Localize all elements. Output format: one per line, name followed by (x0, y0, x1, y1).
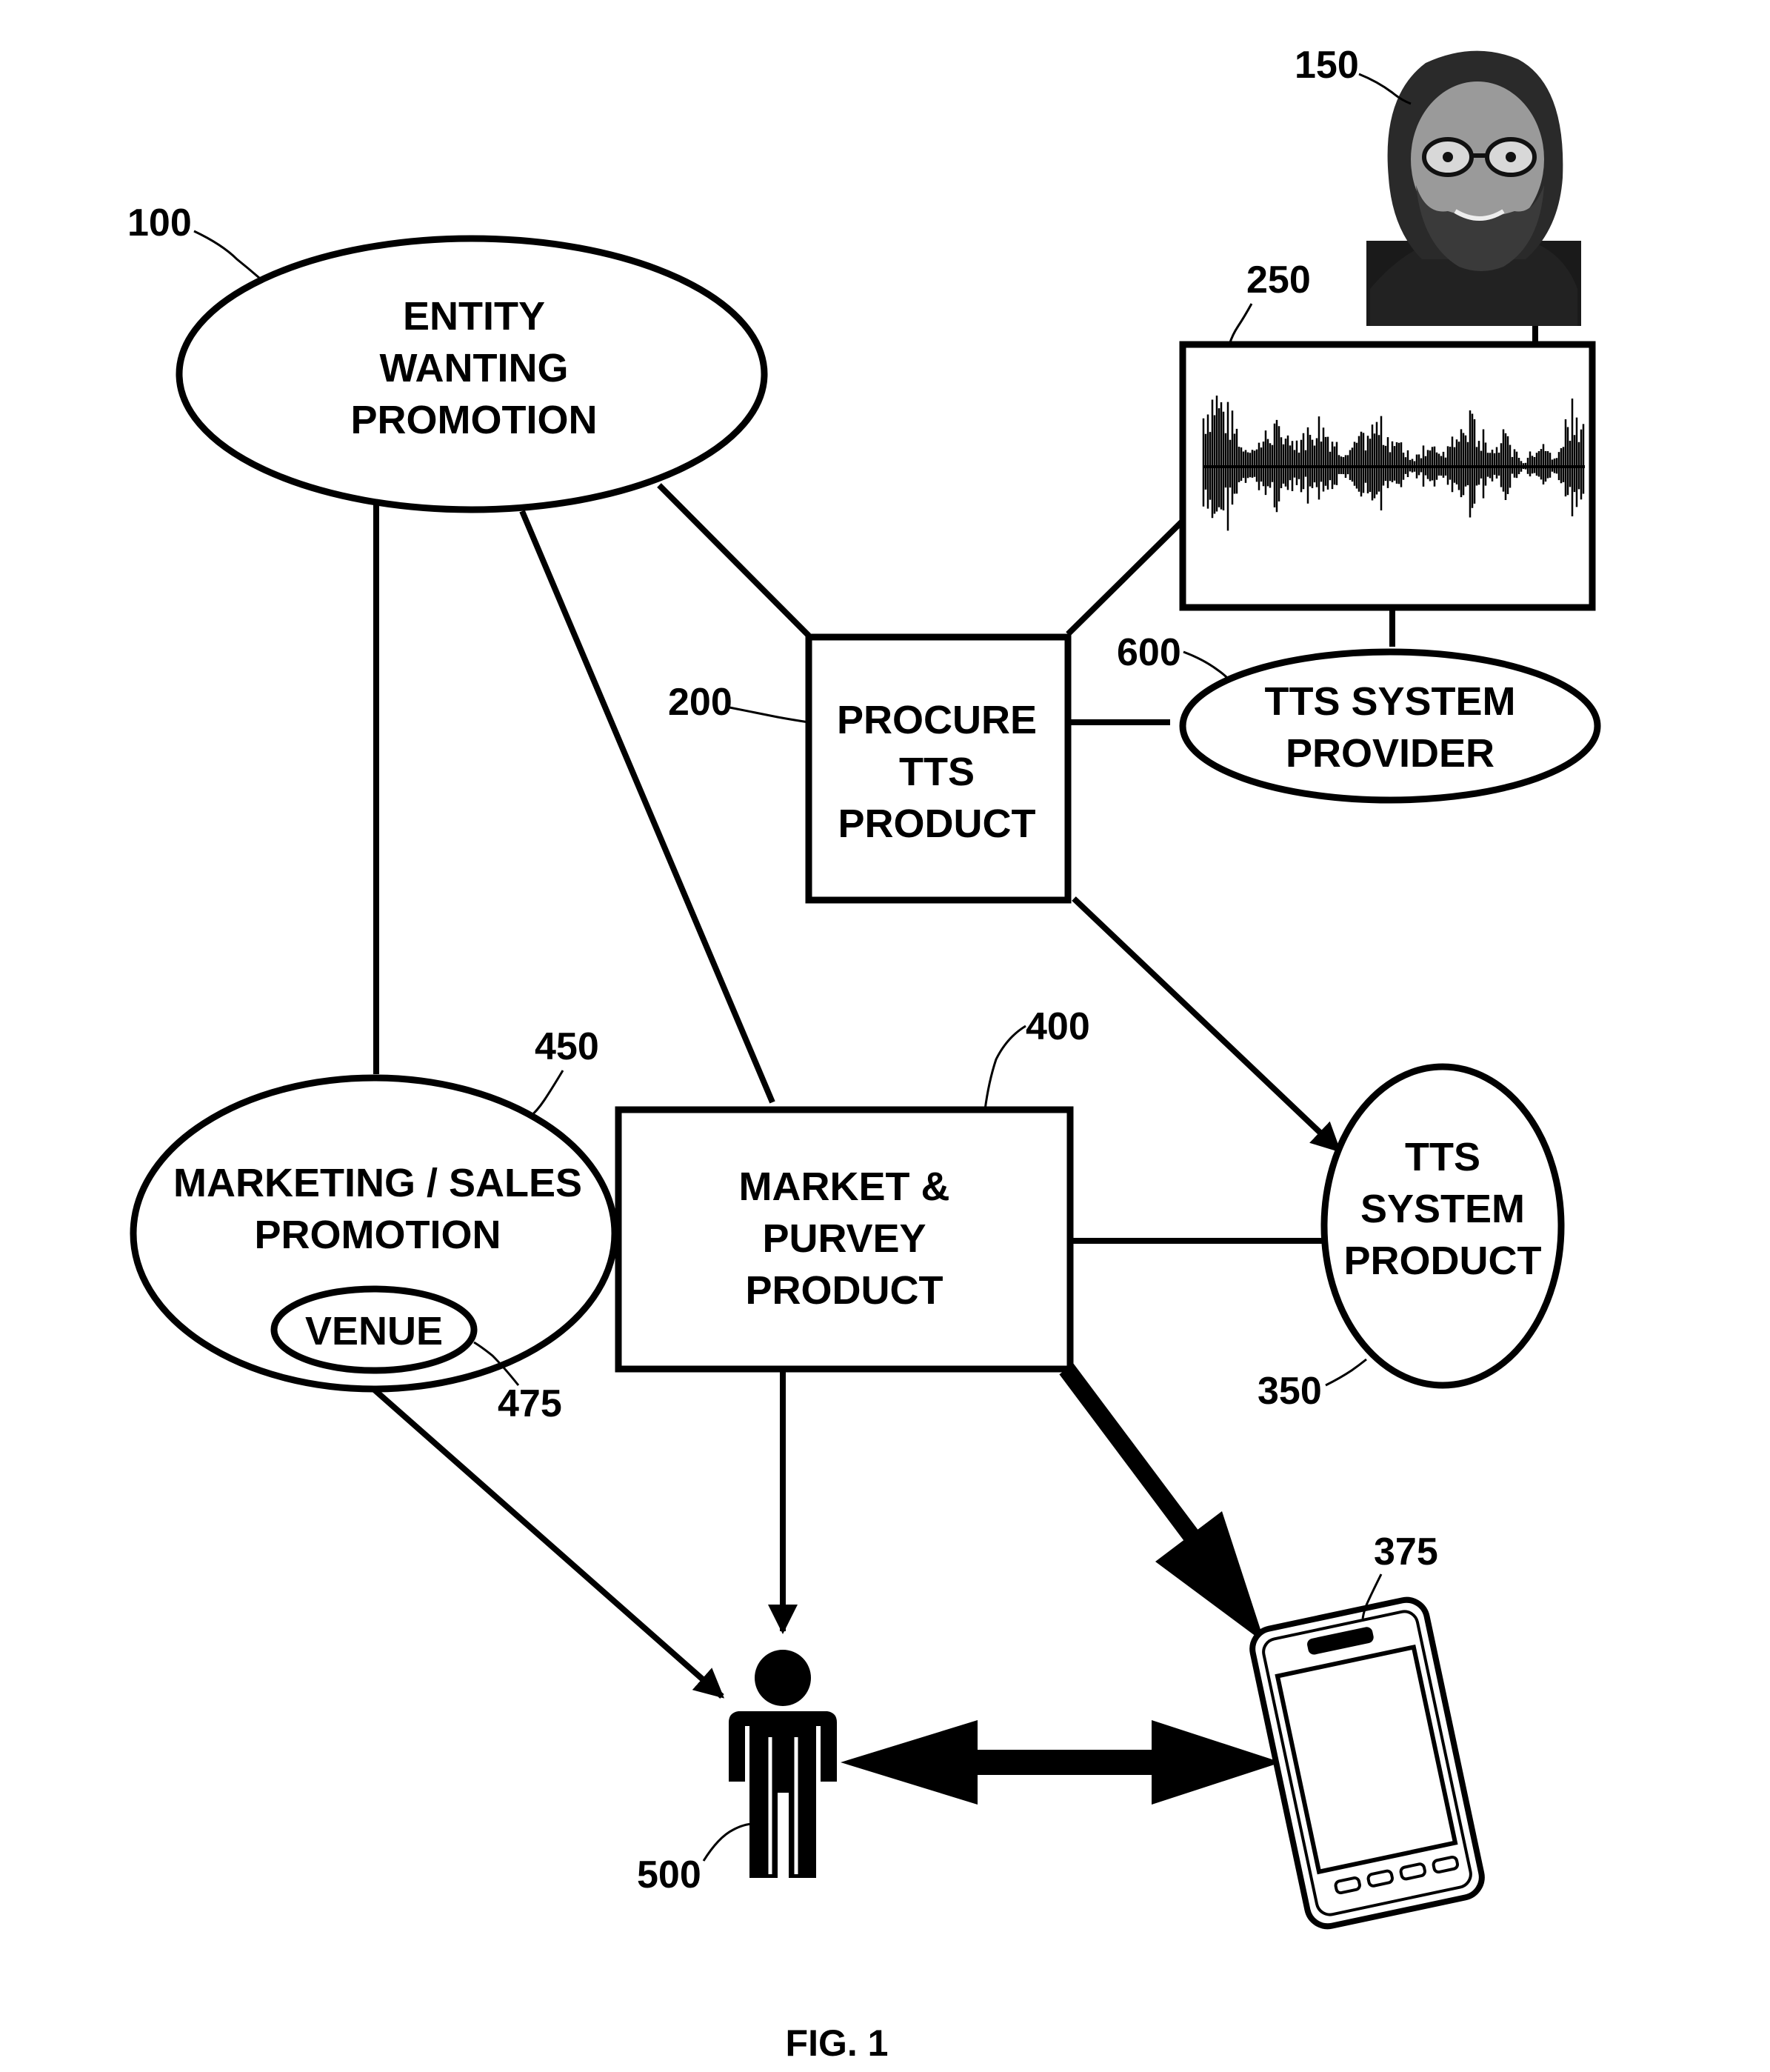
consumer-person-icon (729, 1650, 837, 1878)
node-tts-system-product: TTS SYSTEM PRODUCT (1324, 1067, 1561, 1385)
portrait-eye-right (1506, 152, 1516, 162)
arrow-consumer-mobile-right-head (1152, 1720, 1281, 1805)
leader-500 (704, 1824, 754, 1861)
marketing-line-2: PROMOTION (255, 1213, 501, 1257)
procure-line-1: PROCURE (837, 698, 1037, 742)
person-head (755, 1650, 811, 1706)
market-line-3: PRODUCT (746, 1268, 944, 1313)
ref-250: 250 (1246, 259, 1311, 302)
market-line-1: MARKET & (739, 1165, 950, 1209)
arrow-procure-to-tts-product (1074, 899, 1339, 1150)
node-entity-wanting-promotion: ENTITY WANTING PROMOTION (179, 239, 764, 510)
market-line-2: PURVEY (762, 1216, 926, 1261)
node-procure-tts-product: PROCURE TTS PRODUCT (809, 637, 1068, 900)
person-body (729, 1711, 837, 1878)
node-venue: VENUE (274, 1289, 474, 1370)
marketing-line-1: MARKETING / SALES (173, 1161, 582, 1205)
ref-375: 375 (1374, 1530, 1438, 1573)
provider-line-2: PROVIDER (1286, 731, 1495, 776)
leader-350 (1326, 1359, 1366, 1385)
ref-200: 200 (668, 681, 732, 724)
ref-475: 475 (498, 1382, 562, 1425)
ref-150: 150 (1295, 44, 1359, 87)
ref-100: 100 (127, 201, 192, 244)
edge-entity-to-market (522, 511, 772, 1102)
voice-talent-portrait (1366, 51, 1581, 326)
edge-entity-to-procure (659, 485, 809, 636)
mobile-device-icon (1249, 1596, 1486, 1931)
ref-600: 600 (1117, 631, 1181, 674)
provider-line-1: TTS SYSTEM (1264, 679, 1515, 724)
portrait-eye-left (1443, 152, 1453, 162)
node-voice-waveform (1183, 344, 1592, 607)
arrow-market-to-mobile-head (1155, 1511, 1265, 1643)
ref-350: 350 (1258, 1370, 1322, 1413)
arrow-marketing-to-consumer (372, 1388, 722, 1696)
ref-400: 400 (1026, 1005, 1090, 1048)
leader-400 (985, 1026, 1026, 1110)
leader-250 (1229, 304, 1252, 344)
arrow-consumer-mobile-shaft (978, 1750, 1155, 1775)
node-market-purvey-product: MARKET & PURVEY PRODUCT (618, 1110, 1070, 1369)
tts-product-line-3: PRODUCT (1344, 1239, 1542, 1283)
figure-label: FIG. 1 (786, 2022, 889, 2064)
node-tts-system-provider: TTS SYSTEM PROVIDER (1183, 652, 1597, 800)
tts-product-line-1: TTS (1405, 1135, 1480, 1179)
venue-line-1: VENUE (305, 1309, 443, 1353)
edge-procure-to-waveform (1068, 521, 1183, 634)
procure-line-2: TTS (899, 750, 975, 794)
leader-100 (194, 231, 259, 278)
entity-line-2: WANTING (380, 346, 569, 390)
procure-line-3: PRODUCT (838, 802, 1036, 846)
leader-600 (1183, 652, 1231, 682)
ref-450: 450 (535, 1025, 599, 1068)
tts-product-line-2: SYSTEM (1360, 1187, 1525, 1231)
leader-200 (729, 707, 809, 722)
entity-line-1: ENTITY (403, 294, 545, 339)
leader-450 (530, 1070, 563, 1117)
arrow-consumer-mobile-left-head (841, 1720, 978, 1805)
arrow-market-to-mobile-shaft (1066, 1369, 1192, 1537)
ref-500: 500 (637, 1853, 701, 1896)
entity-line-3: PROMOTION (351, 398, 598, 442)
